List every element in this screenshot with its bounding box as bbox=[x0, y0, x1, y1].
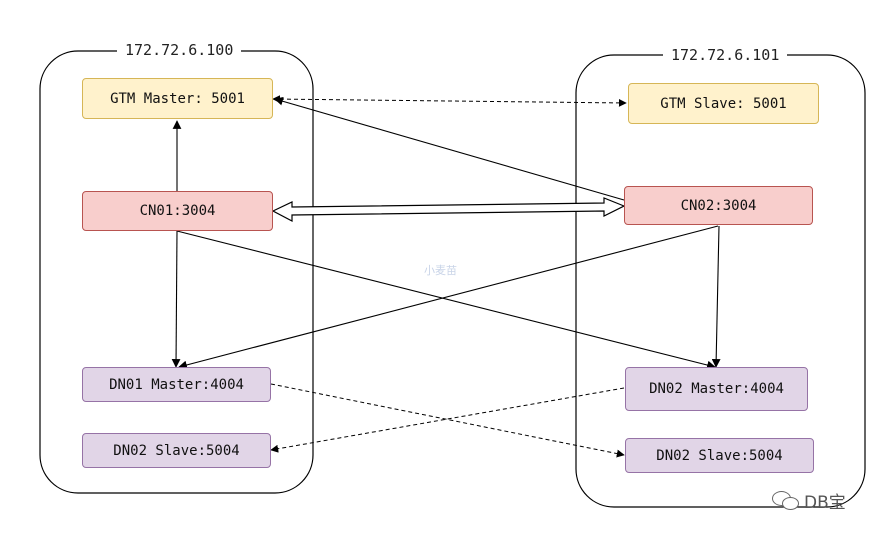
watermark-corner-text: DB宝 bbox=[804, 493, 846, 513]
node-cn01: CN01:3004 bbox=[82, 191, 273, 231]
edge-cn02-dn01-master bbox=[178, 225, 719, 370]
node-gtm-slave: GTM Slave: 5001 bbox=[628, 83, 819, 124]
node-cn02: CN02:3004 bbox=[624, 186, 813, 225]
edge-cn01-dn01-master bbox=[171, 230, 181, 368]
edge-cn01-dn02-master bbox=[176, 230, 716, 370]
node-gtm-master: GTM Master: 5001 bbox=[82, 78, 273, 119]
edge-cn02-gtm-master bbox=[274, 96, 625, 201]
node-dn02-slave-right: DN02 Slave:5004 bbox=[625, 438, 814, 473]
node-dn01-master: DN01 Master:4004 bbox=[82, 367, 271, 402]
edge-gtm-replication bbox=[272, 95, 627, 107]
node-dn02-slave-left: DN02 Slave:5004 bbox=[82, 433, 271, 468]
edge-cn02-dn02-master bbox=[711, 225, 721, 368]
node-dn02-master: DN02 Master:4004 bbox=[625, 367, 808, 411]
host-label-right: 172.72.6.101 bbox=[663, 46, 788, 64]
host-label-left: 172.72.6.100 bbox=[117, 41, 242, 59]
wechat-icon bbox=[772, 490, 800, 511]
edge-dn02-replication bbox=[270, 387, 625, 453]
edge-cn01-cn02-bidirectional bbox=[271, 197, 626, 222]
watermark-corner: DB宝 bbox=[772, 488, 846, 513]
edge-dn01-replication bbox=[270, 383, 625, 458]
watermark-center: 小麦苗 bbox=[424, 264, 457, 277]
